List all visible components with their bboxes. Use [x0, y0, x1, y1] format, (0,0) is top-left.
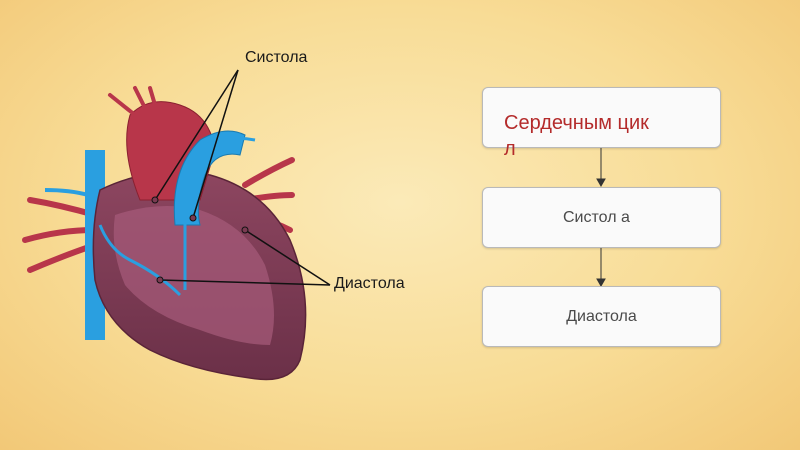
flow-box-label: Систол а	[563, 209, 630, 226]
aorta-branches	[108, 86, 157, 117]
label-connector-dots	[151, 196, 249, 284]
flow-box-diastole: Диастола	[482, 286, 721, 347]
vena-cava-arrow	[44, 188, 89, 197]
systole-label: Систола	[245, 49, 308, 66]
label-connectors	[154, 69, 331, 286]
pulmonary-veins-left	[22, 197, 98, 273]
flow-box-cardiac-cycle: Сердечным цикл	[482, 87, 721, 160]
flow-arrows	[596, 148, 606, 288]
heart-interior	[113, 206, 274, 345]
pulmonary-artery-arrow	[204, 136, 256, 147]
flow-box-systole: Систол а	[482, 187, 721, 248]
diastole-label: Диастола	[334, 275, 405, 292]
flow-box-label: Диастола	[566, 308, 637, 325]
flow-box-title: Сердечным цикл	[504, 112, 649, 160]
blood-flow-arrows	[98, 210, 187, 297]
